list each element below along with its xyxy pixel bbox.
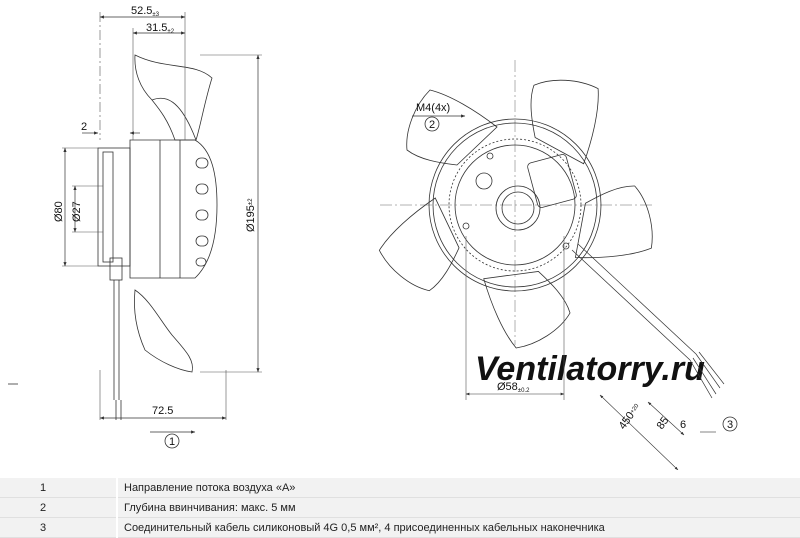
rotor-body (129, 139, 218, 279)
dim-2: 2 (81, 121, 87, 133)
dim-80: Ø80 (53, 201, 65, 222)
dim-58: Ø58±0.2 (497, 381, 530, 394)
shaft-boss (495, 185, 541, 231)
fan-blades (378, 79, 653, 349)
watermark: Ventilatorry.ru (475, 350, 705, 388)
callout-2: M4(4x) 2 (412, 102, 466, 132)
side-view (97, 54, 218, 420)
blade-2 (530, 79, 599, 165)
dim-195: Ø195±2 (245, 198, 257, 232)
dim-27: Ø27 (71, 201, 83, 222)
dim-31-5: 31.5±2 (146, 22, 175, 35)
rating-plate (527, 154, 577, 208)
blade-profile-top (134, 54, 213, 141)
dim-52-5: 52.5±3 (131, 5, 160, 18)
legend-text: Соединительный кабель силиконовый 4G 0,5… (117, 517, 800, 538)
legend-text: Направление потока воздуха «A» (117, 478, 800, 498)
blade-1 (406, 89, 498, 166)
legend-num: 2 (0, 497, 118, 518)
dim-85: 85 (655, 415, 672, 432)
svg-text:1: 1 (169, 436, 175, 448)
legend-text: Глубина ввинчивания: макс. 5 мм (117, 497, 800, 518)
blade-4 (483, 271, 571, 349)
blade-5 (378, 197, 460, 292)
callout-3: 3 (722, 416, 738, 432)
hub-ring (448, 138, 582, 272)
blade-profile-bottom (134, 289, 193, 373)
legend-row: 1 Направление потока воздуха «A» (0, 478, 800, 498)
svg-text:M4(4x): M4(4x) (416, 102, 450, 114)
dim-6: 6 (680, 419, 686, 431)
legend-num: 1 (0, 478, 118, 498)
legend-row: 2 Глубина ввинчивания: макс. 5 мм (0, 497, 800, 518)
hub-outer (428, 118, 602, 292)
callout-1: 1 (150, 430, 196, 449)
blade-profile-top-inner (151, 97, 197, 141)
front-cable (571, 243, 725, 399)
dim-450: 450+20 (617, 401, 644, 432)
legend-table: 1 Направление потока воздуха «A» 2 Глуби… (0, 478, 800, 538)
technical-drawing: Ventilatorry.ru (8, 5, 738, 470)
svg-text:3: 3 (727, 419, 733, 431)
cable-gland (109, 257, 123, 281)
flange-plate-inner (102, 151, 114, 263)
legend-row: 3 Соединительный кабель силиконовый 4G 0… (0, 517, 800, 538)
blade-3 (574, 185, 653, 259)
svg-text:2: 2 (429, 119, 435, 131)
dim-72-5: 72.5 (152, 405, 173, 417)
